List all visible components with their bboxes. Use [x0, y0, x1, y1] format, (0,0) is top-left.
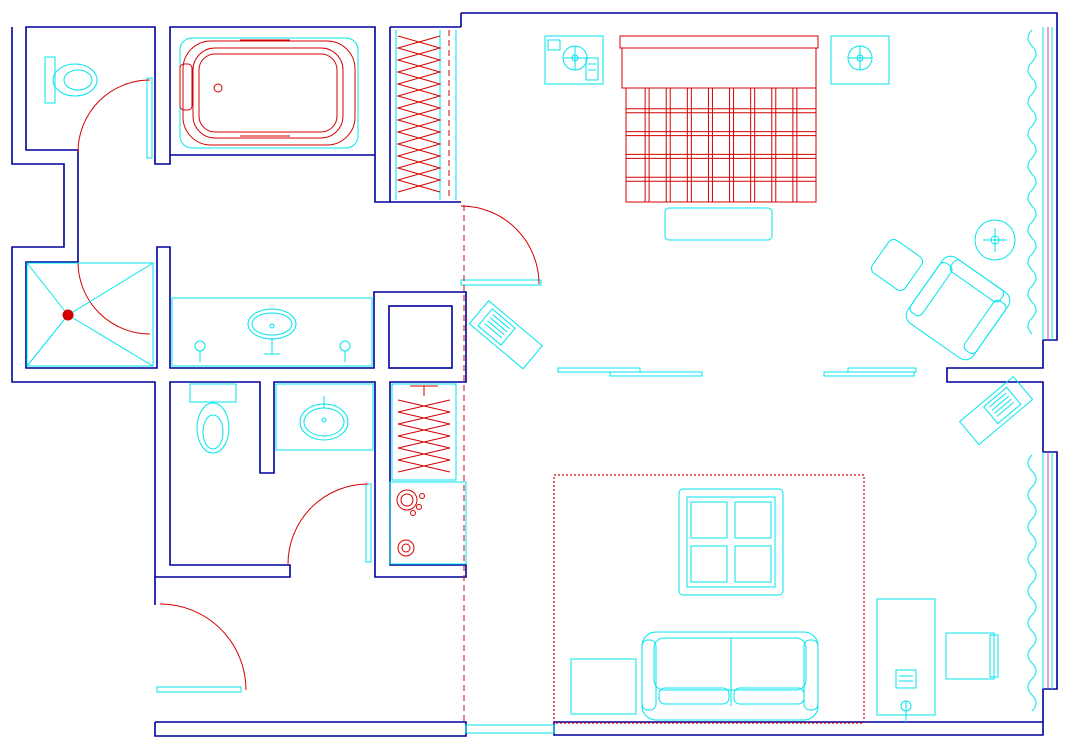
- bathtub-icon: [179, 37, 359, 149]
- bed-quilt-pattern: [626, 88, 816, 202]
- tv-cabinet-icon: [468, 300, 543, 370]
- sofa-icon: [641, 631, 819, 721]
- door-swing-wc-lower: [287, 483, 369, 565]
- coffee-table-icon: [678, 488, 784, 596]
- rug-icon: [553, 474, 865, 724]
- wall-top: [461, 12, 1058, 27]
- curtain-icon: [1027, 454, 1037, 712]
- door-swing-wc-upper: [77, 79, 151, 153]
- door-leaf-entry: [156, 686, 242, 693]
- side-table-icon: [974, 219, 1016, 261]
- hanger-icon: [391, 383, 457, 481]
- doors: [77, 77, 917, 693]
- desk-icon: [876, 598, 936, 722]
- bed-icon: [619, 35, 819, 203]
- door-swing-entry: [159, 603, 247, 691]
- door-swing-shower: [77, 261, 151, 335]
- hanger-icon: [395, 30, 457, 200]
- tv-cabinet-icon: [958, 375, 1034, 446]
- door-leaf-bedroom: [460, 279, 542, 286]
- slider-door-right-b: [823, 371, 915, 377]
- curtain-icon: [1027, 29, 1037, 335]
- window-bottom: [465, 724, 555, 734]
- nightstand-icon: [830, 35, 890, 85]
- safe-icon: [389, 481, 467, 565]
- armchair-icon: [871, 239, 1011, 361]
- door-swing-bedroom: [460, 205, 540, 285]
- door-leaf-wc-upper: [146, 77, 153, 159]
- slider-door-left-b: [609, 371, 703, 377]
- ottoman-icon: [570, 658, 637, 715]
- toilet-icon: [189, 383, 237, 454]
- toilet-icon: [44, 56, 98, 104]
- nightstand-icon: [544, 35, 604, 85]
- bench-icon: [664, 207, 773, 241]
- wall-bottom-left: [154, 721, 467, 737]
- chair-icon: [945, 632, 999, 680]
- door-leaf-wc-lower: [365, 483, 372, 563]
- slider-door-left-a: [557, 367, 641, 373]
- shower-drain-icon: [26, 262, 154, 367]
- wall-shaft: [388, 305, 453, 369]
- wall-bathroom-outline: [11, 26, 467, 578]
- windows: [465, 27, 1053, 734]
- sink-icon: [275, 383, 374, 451]
- telephone-icon: [547, 39, 599, 81]
- double-sink-icon: [171, 297, 373, 367]
